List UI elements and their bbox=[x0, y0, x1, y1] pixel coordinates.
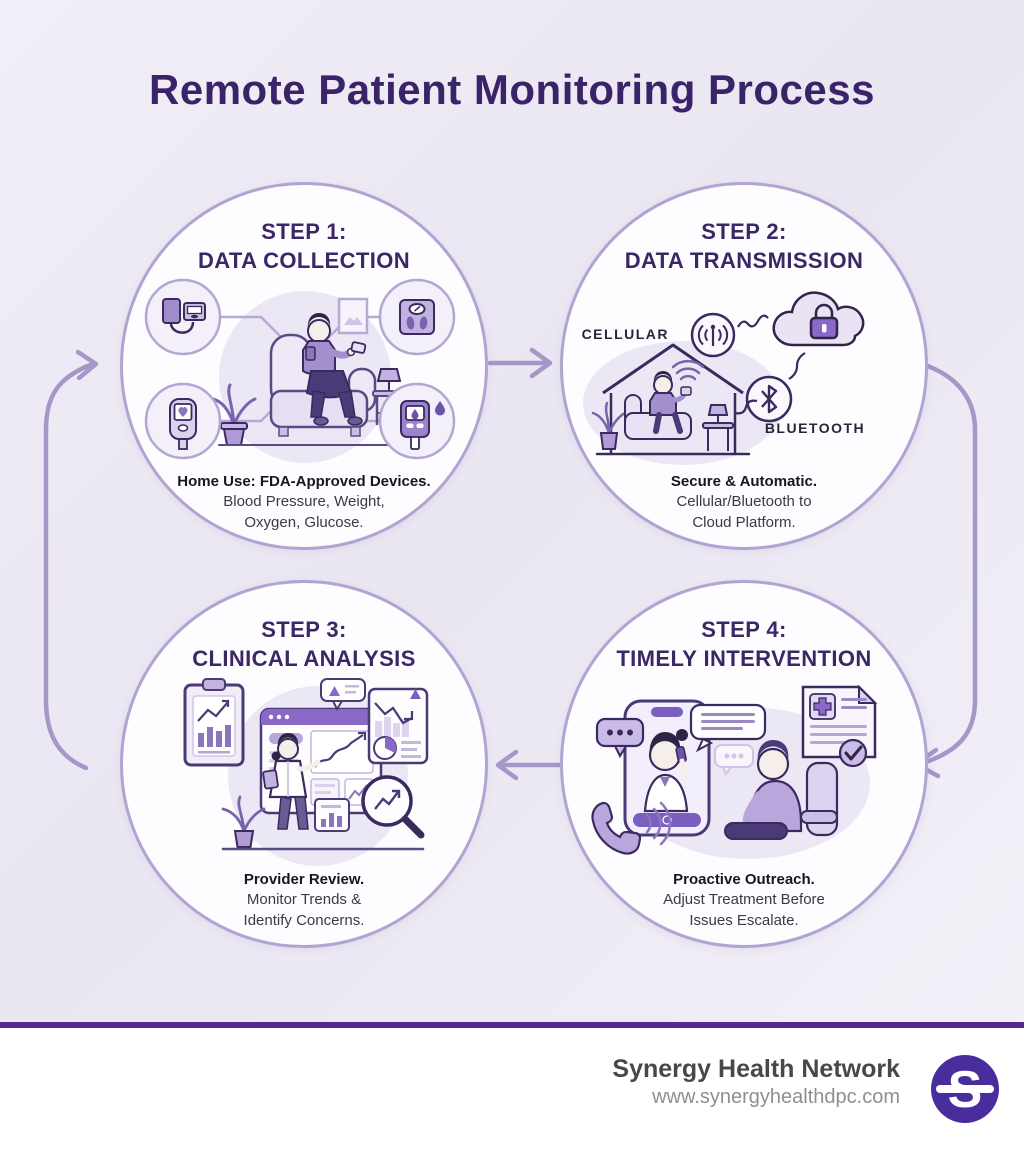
phone-handset-icon bbox=[591, 801, 672, 855]
wifi-waves-icon bbox=[671, 359, 705, 381]
step-1-heading: STEP 1: DATA COLLECTION bbox=[123, 218, 485, 275]
bluetooth-label: BLUETOOTH bbox=[765, 420, 865, 436]
step-1-illustration bbox=[144, 278, 456, 463]
step-1-caption: Home Use: FDA-Approved Devices. Blood Pr… bbox=[123, 472, 485, 533]
step-2-heading: STEP 2: DATA TRANSMISSION bbox=[563, 218, 925, 275]
step-1-label: STEP 1: bbox=[261, 219, 347, 244]
step-2-title: DATA TRANSMISSION bbox=[624, 247, 864, 273]
signal-squiggle-to-bluetooth bbox=[788, 352, 806, 380]
step-2-illustration: CELLULAR BLUETOOTH bbox=[582, 291, 865, 465]
logo-letter: S bbox=[948, 1061, 983, 1119]
step-2-circle: STEP 2: DATA TRANSMISSION CELLULAR bbox=[560, 182, 928, 550]
step-1-caption-title: Home Use: FDA-Approved Devices. bbox=[177, 473, 431, 490]
alert-bubble-icon bbox=[320, 678, 366, 712]
home-scene bbox=[591, 343, 751, 456]
care-plan-document-icon bbox=[801, 684, 878, 768]
step-3-caption-line3: Identify Concerns. bbox=[243, 911, 365, 929]
brand-logo: S bbox=[931, 1055, 999, 1123]
step-4-caption-line2: Adjust Treatment Before bbox=[663, 891, 825, 909]
step-3-title: CLINICAL ANALYSIS bbox=[192, 645, 416, 671]
patient-in-chair bbox=[724, 740, 839, 840]
website-url: www.synergyhealthdpc.com bbox=[652, 1086, 900, 1108]
signal-squiggle-to-cloud bbox=[737, 314, 769, 328]
magnifier-trend-icon bbox=[361, 775, 425, 839]
mini-bar-chart-card bbox=[314, 798, 350, 832]
cellular-label: CELLULAR bbox=[582, 326, 669, 342]
step-4-heading: STEP 4: TIMELY INTERVENTION bbox=[563, 616, 925, 673]
bluetooth-icon bbox=[745, 375, 793, 423]
footer-divider bbox=[0, 1022, 1024, 1028]
step-2-label: STEP 2: bbox=[701, 219, 787, 244]
brand-name: Synergy Health Network bbox=[612, 1055, 900, 1083]
page-title: Remote Patient Monitoring Process bbox=[149, 66, 875, 113]
plant bbox=[221, 795, 266, 848]
telehealth-phone bbox=[623, 699, 711, 837]
chat-bubble-faint-icon bbox=[714, 744, 754, 777]
step-4-circle: STEP 4: TIMELY INTERVENTION bbox=[560, 580, 928, 948]
checkmark-circle-icon bbox=[838, 738, 868, 768]
step-2-caption-title: Secure & Automatic. bbox=[670, 473, 818, 490]
doctor-on-call bbox=[643, 729, 689, 813]
doctor-figure bbox=[262, 733, 321, 830]
trend-report-card bbox=[367, 687, 429, 765]
step-4-label: STEP 4: bbox=[701, 617, 787, 642]
device-icon-bubbles bbox=[144, 278, 456, 460]
step-4-caption: Proactive Outreach. Adjust Treatment Bef… bbox=[563, 870, 925, 931]
footer-text-block: Synergy Health Network www.synergyhealth… bbox=[612, 1054, 900, 1110]
step-1-circle: STEP 1: DATA COLLECTION bbox=[120, 182, 488, 550]
step-1-title: DATA COLLECTION bbox=[197, 247, 411, 273]
pulse-oximeter-icon bbox=[169, 398, 197, 450]
home-patient-scene bbox=[211, 297, 410, 446]
plant bbox=[591, 401, 627, 450]
arrow-step1-to-step2 bbox=[487, 347, 553, 379]
step-4-caption-line3: Issues Escalate. bbox=[689, 911, 799, 929]
glucose-meter-icon bbox=[400, 400, 445, 450]
clipboard-chart-icon bbox=[183, 678, 245, 767]
house-roof bbox=[602, 343, 744, 395]
chat-bubble-dots-icon bbox=[595, 717, 645, 759]
step-2-caption-line2: Cellular/Bluetooth to bbox=[676, 493, 812, 511]
step-1-caption-line3: Oxygen, Glucose. bbox=[244, 513, 364, 531]
step-3-label: STEP 3: bbox=[261, 617, 347, 642]
step-2-caption-line3: Cloud Platform. bbox=[692, 513, 796, 531]
cellular-antenna-icon bbox=[690, 312, 736, 358]
footer: Synergy Health Network www.synergyhealth… bbox=[0, 1028, 1024, 1154]
call-waves bbox=[645, 801, 672, 846]
step-3-illustration bbox=[183, 678, 429, 866]
side-table-lamp bbox=[702, 404, 734, 451]
step-4-caption-title: Proactive Outreach. bbox=[673, 871, 815, 888]
picture-frame bbox=[337, 297, 369, 335]
step-3-caption: Provider Review. Monitor Trends & Identi… bbox=[123, 870, 485, 931]
signal-squiggle-from-house bbox=[734, 399, 758, 415]
person-with-device bbox=[649, 371, 692, 434]
step-4-illustration bbox=[591, 684, 878, 859]
step-1-caption-line2: Blood Pressure, Weight, bbox=[223, 493, 385, 511]
secure-cloud-icon bbox=[772, 291, 865, 347]
patient-figure bbox=[302, 313, 367, 426]
step-3-caption-title: Provider Review. bbox=[243, 871, 365, 888]
blood-pressure-monitor-icon bbox=[162, 298, 206, 334]
step-3-caption-line2: Monitor Trends & bbox=[246, 891, 362, 909]
step-4-title: TIMELY INTERVENTION bbox=[616, 645, 872, 671]
step-3-heading: STEP 3: CLINICAL ANALYSIS bbox=[123, 616, 485, 673]
arrow-step3-to-step1 bbox=[43, 349, 99, 771]
step-3-circle: STEP 3: CLINICAL ANALYSIS bbox=[120, 580, 488, 948]
step-2-caption: Secure & Automatic. Cellular/Bluetooth t… bbox=[563, 472, 925, 533]
weight-scale-icon bbox=[399, 299, 435, 335]
chat-bubble-text-icon bbox=[689, 703, 767, 753]
